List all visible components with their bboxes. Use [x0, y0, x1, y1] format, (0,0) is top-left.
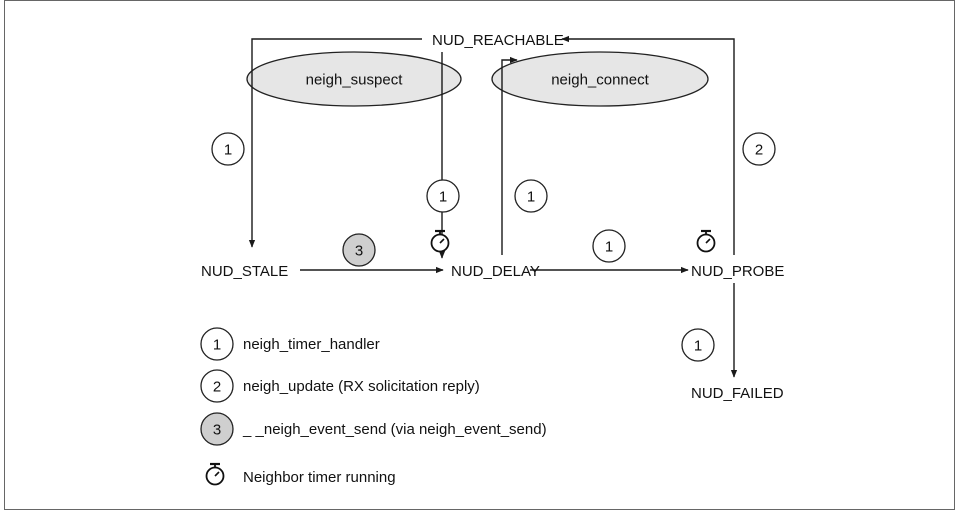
legend-timer-text: Neighbor timer running [243, 469, 396, 486]
svg-text:3: 3 [213, 422, 221, 439]
stopwatch-icon [696, 229, 716, 253]
legend-item-1: 1 neigh_timer_handler [200, 327, 380, 361]
legend: 1 neigh_timer_handler 2 neigh_update (RX… [200, 327, 547, 486]
svg-text:1: 1 [527, 189, 535, 206]
marker-probe-to-reachable: 2 [742, 132, 776, 166]
neigh-connect-region [491, 51, 709, 107]
legend-item-3: 3 _ _neigh_event_send (via neigh_event_s… [200, 412, 547, 446]
reachable-to-stale-arrow [248, 38, 422, 248]
legend-text-3: _ _neigh_event_send (via neigh_event_sen… [242, 421, 547, 438]
svg-text:2: 2 [213, 379, 221, 396]
marker-suspect-to-delay: 1 [426, 179, 460, 213]
svg-text:1: 1 [605, 239, 613, 256]
marker-delay-to-probe: 1 [592, 229, 626, 263]
marker-probe-to-failed: 1 [681, 328, 715, 362]
svg-text:1: 1 [439, 189, 447, 206]
neigh-connect-label: neigh_connect [551, 72, 649, 89]
stopwatch-icon [430, 229, 450, 253]
svg-text:3: 3 [355, 243, 363, 260]
state-nud-failed: NUD_FAILED [691, 385, 784, 402]
stopwatch-icon [205, 462, 225, 486]
state-nud-delay: NUD_DELAY [451, 263, 540, 280]
neigh-suspect-label: neigh_suspect [306, 72, 404, 89]
probe-to-reachable-arrow [561, 35, 735, 255]
legend-text-2: neigh_update (RX solicitation reply) [243, 378, 480, 395]
svg-text:1: 1 [213, 337, 221, 354]
svg-text:1: 1 [224, 142, 232, 159]
state-nud-reachable: NUD_REACHABLE [432, 32, 564, 49]
svg-text:1: 1 [694, 338, 702, 355]
legend-text-1: neigh_timer_handler [243, 336, 380, 353]
legend-timer: Neighbor timer running [205, 462, 396, 486]
delay-to-reachable-arrow [501, 56, 518, 255]
marker-reachable-to-stale: 1 [211, 132, 245, 166]
svg-text:2: 2 [755, 142, 763, 159]
marker-delay-to-reachable: 1 [514, 179, 548, 213]
neigh-suspect-region [246, 51, 462, 107]
state-nud-probe: NUD_PROBE [691, 263, 784, 280]
legend-item-2: 2 neigh_update (RX solicitation reply) [200, 369, 480, 403]
marker-stale-to-delay: 3 [342, 233, 376, 267]
state-nud-stale: NUD_STALE [201, 263, 288, 280]
